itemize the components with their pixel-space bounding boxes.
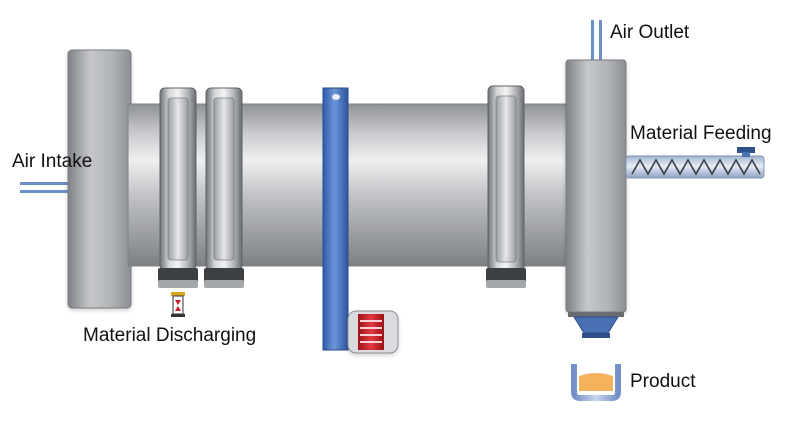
support-roller-2 [204, 268, 244, 288]
bucket-elevator [322, 87, 349, 351]
product-bin-icon [571, 364, 621, 401]
air-outlet-label: Air Outlet [610, 22, 690, 43]
air-outlet-pipe [591, 20, 602, 62]
left-end-cap [67, 49, 132, 309]
material-discharging-label: Material Discharging [83, 325, 257, 346]
product-label: Product [630, 371, 696, 392]
material-feeding-label: Material Feeding [630, 123, 772, 144]
product-hopper [568, 312, 624, 338]
support-roller-1 [158, 268, 198, 288]
screw-conveyor-icon [625, 147, 765, 179]
riding-ring-3 [487, 85, 525, 273]
air-intake-pipe [20, 182, 72, 193]
support-roller-3 [486, 268, 526, 288]
drive-motor-icon [347, 310, 399, 354]
right-end-hood [565, 59, 627, 313]
air-intake-label: Air Intake [12, 151, 93, 172]
riding-ring-2 [205, 87, 243, 271]
discharge-valve-icon [171, 292, 185, 317]
riding-ring-1 [159, 87, 197, 271]
